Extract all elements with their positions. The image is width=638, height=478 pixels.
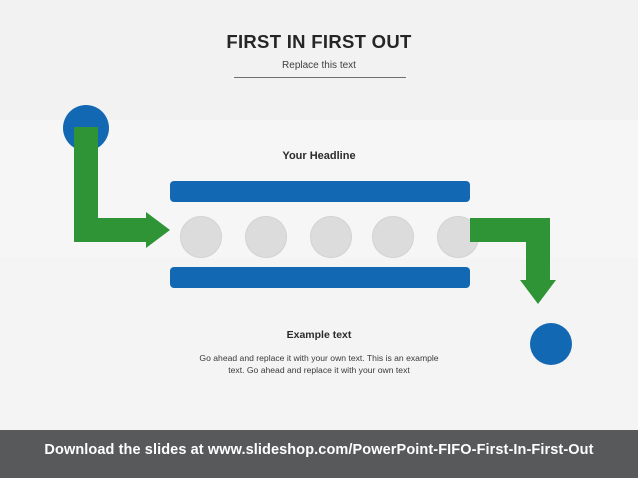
conveyor-bar-bottom	[170, 267, 470, 288]
conveyor-item-1[interactable]	[180, 216, 222, 258]
page-subtitle: Replace this text	[282, 60, 356, 71]
first-out-arrow-head-icon	[520, 280, 556, 304]
output-node-dot	[530, 323, 572, 365]
background-band-top	[0, 0, 638, 120]
footer-download-link[interactable]: Download the slides at www.slideshop.com…	[44, 442, 594, 458]
example-text-title: Example text	[286, 329, 352, 341]
title-divider	[234, 77, 406, 78]
conveyor-item-3[interactable]	[310, 216, 352, 258]
example-text-body: Go ahead and replace it with your own te…	[199, 353, 439, 376]
conveyor-item-2[interactable]	[245, 216, 287, 258]
first-in-arrow-bar	[74, 218, 146, 242]
conveyor-item-4[interactable]	[372, 216, 414, 258]
conveyor-bar-top	[170, 181, 470, 202]
page-title: FIRST IN FIRST OUT	[226, 31, 412, 52]
diagram-headline: Your Headline	[282, 150, 356, 162]
footer-bar	[0, 430, 638, 478]
first-in-arrow-head-icon	[146, 212, 170, 248]
first-out-arrow-stem	[526, 218, 550, 280]
